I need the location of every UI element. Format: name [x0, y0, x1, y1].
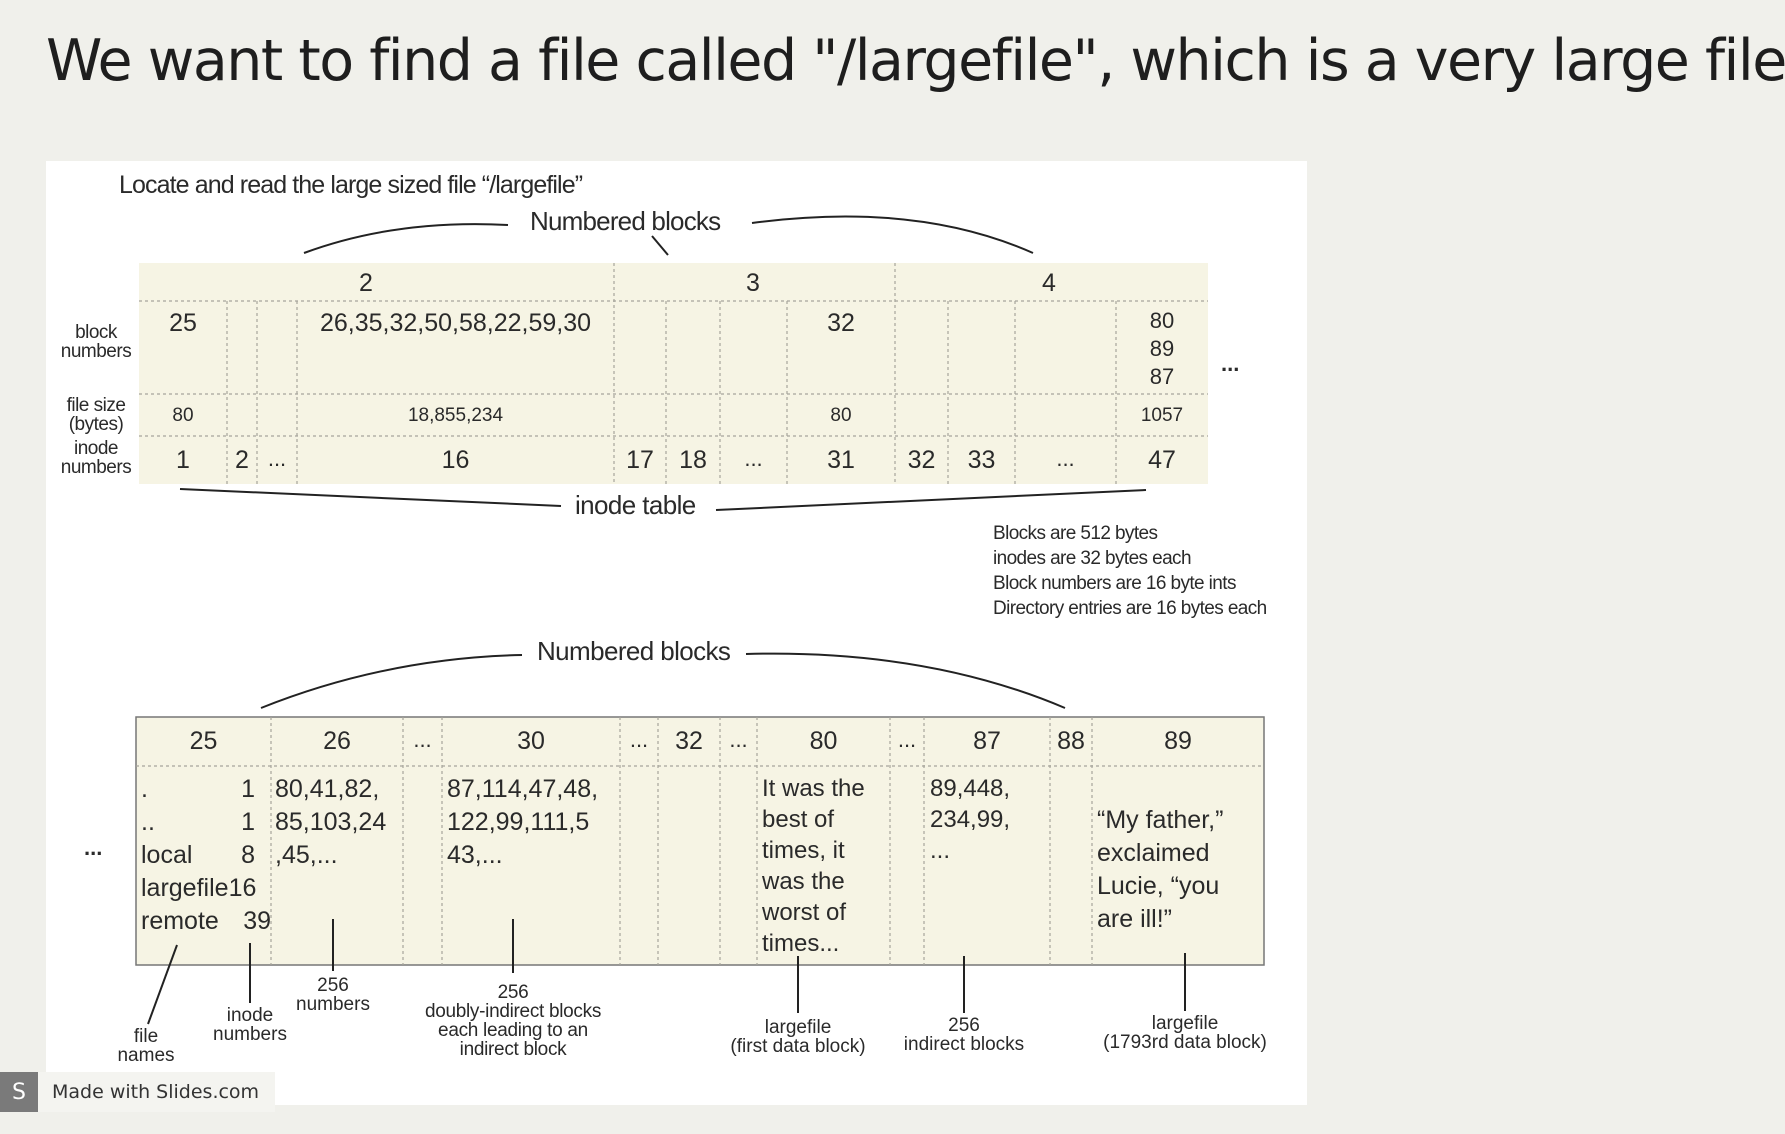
- inode-number: 1: [176, 446, 190, 474]
- inode16-blocks: 26,35,32,50,58,22,59,30: [319, 309, 592, 337]
- inode47-blocks: 80 89 87: [1149, 308, 1175, 389]
- annotation-doubly-indirect: 256 doubly-indirect blocks each leading …: [424, 982, 602, 1060]
- dir-entry-name: ..: [141, 808, 155, 836]
- dir-entry-inode: 1: [241, 808, 255, 836]
- inode-number: 32: [907, 446, 936, 474]
- data-block-header: ...: [413, 727, 432, 752]
- dir-entry-name: largefile: [141, 874, 229, 902]
- inode-block-header-4: 4: [1042, 269, 1056, 297]
- dir-entry-inode: 39: [243, 907, 271, 935]
- inode31-blocks: 32: [827, 309, 855, 337]
- diagram-lines: [135, 215, 1265, 1025]
- inode-number: 16: [441, 446, 470, 474]
- inode-number: 2: [235, 446, 249, 474]
- numbered-blocks-label-top: Numbered blocks: [530, 206, 721, 236]
- notes: Blocks are 512 bytes inodes are 32 bytes…: [993, 523, 1267, 619]
- block87-content: 89,448, 234,99, ...: [930, 775, 1011, 864]
- slides-badge-text[interactable]: Made with Slides.com: [38, 1072, 276, 1112]
- numbered-blocks-label-bottom: Numbered blocks: [537, 636, 731, 666]
- inode-number: 17: [626, 446, 654, 474]
- data-block-header: 89: [1164, 727, 1192, 755]
- data-block-header: 87: [973, 727, 1001, 755]
- inode-number: ...: [744, 446, 763, 471]
- dir-entry-inode: 8: [241, 841, 255, 869]
- inode-table-ellipsis: ...: [1221, 351, 1240, 376]
- data-block-header: 26: [323, 727, 351, 755]
- inode-number: 33: [967, 446, 996, 474]
- block26-content: 80,41,82, 85,103,24 ,45,...: [275, 775, 387, 869]
- data-block-header: 80: [809, 727, 838, 755]
- annotation-1793rd-data-block: largefile(1793rd data block): [1103, 1013, 1267, 1053]
- inode-number: 47: [1148, 446, 1176, 474]
- data-blocks-ellipsis: ...: [84, 835, 103, 860]
- inode-number: 31: [827, 446, 855, 474]
- inode47-size: 1057: [1140, 405, 1184, 426]
- inode-number: ...: [267, 446, 287, 471]
- data-block-header: 88: [1057, 727, 1085, 755]
- inode-table-label: inode table: [575, 490, 696, 520]
- dir-entry-inode: 1: [241, 775, 255, 803]
- inode16-size: 18,855,234: [407, 405, 504, 426]
- inode-block-header-2: 2: [359, 269, 373, 297]
- block80-content: It was the best of times, it was the wor…: [762, 775, 865, 957]
- data-block-header: ...: [729, 727, 748, 752]
- data-block-header: 32: [675, 727, 703, 755]
- dir-entry-name: .: [141, 775, 148, 803]
- data-block-header: 25: [189, 727, 218, 755]
- inode1-blocks: 25: [169, 309, 197, 337]
- dir-entry-name: remote: [141, 907, 219, 935]
- dir-entry-inode: 16: [228, 874, 257, 902]
- figure-caption: Locate and read the large sized file “/l…: [119, 171, 583, 199]
- block30-content: 87,114,47,48, 122,99,111,5 43,...: [447, 775, 599, 869]
- slides-logo-icon: S: [0, 1072, 38, 1112]
- dir-entry-name: local: [141, 841, 193, 869]
- directory-entries: . 1 .. 1 local 8 largefile16 remote 39: [141, 773, 271, 938]
- annotation-first-data-block: largefile(first data block): [730, 1017, 866, 1057]
- inode-block-header-3: 3: [746, 269, 760, 297]
- row-label-file-size: file size(bytes): [66, 395, 126, 435]
- data-block-header: 30: [517, 727, 545, 755]
- inode-number: 18: [679, 446, 707, 474]
- slides-badge[interactable]: S Made with Slides.com: [0, 1072, 276, 1112]
- inode31-size: 80: [830, 405, 852, 426]
- inode1-size: 80: [172, 405, 194, 426]
- data-block-header: ...: [629, 727, 649, 752]
- inode-number: ...: [1056, 446, 1075, 471]
- slide-title: We want to find a file called "/largefil…: [46, 28, 1785, 94]
- block89-content: “My father,” exclaimed Lucie, “you are i…: [1097, 806, 1224, 933]
- filesystem-diagram: Locate and read the large sized file “/l…: [46, 161, 1307, 1105]
- data-block-header: ...: [897, 727, 917, 752]
